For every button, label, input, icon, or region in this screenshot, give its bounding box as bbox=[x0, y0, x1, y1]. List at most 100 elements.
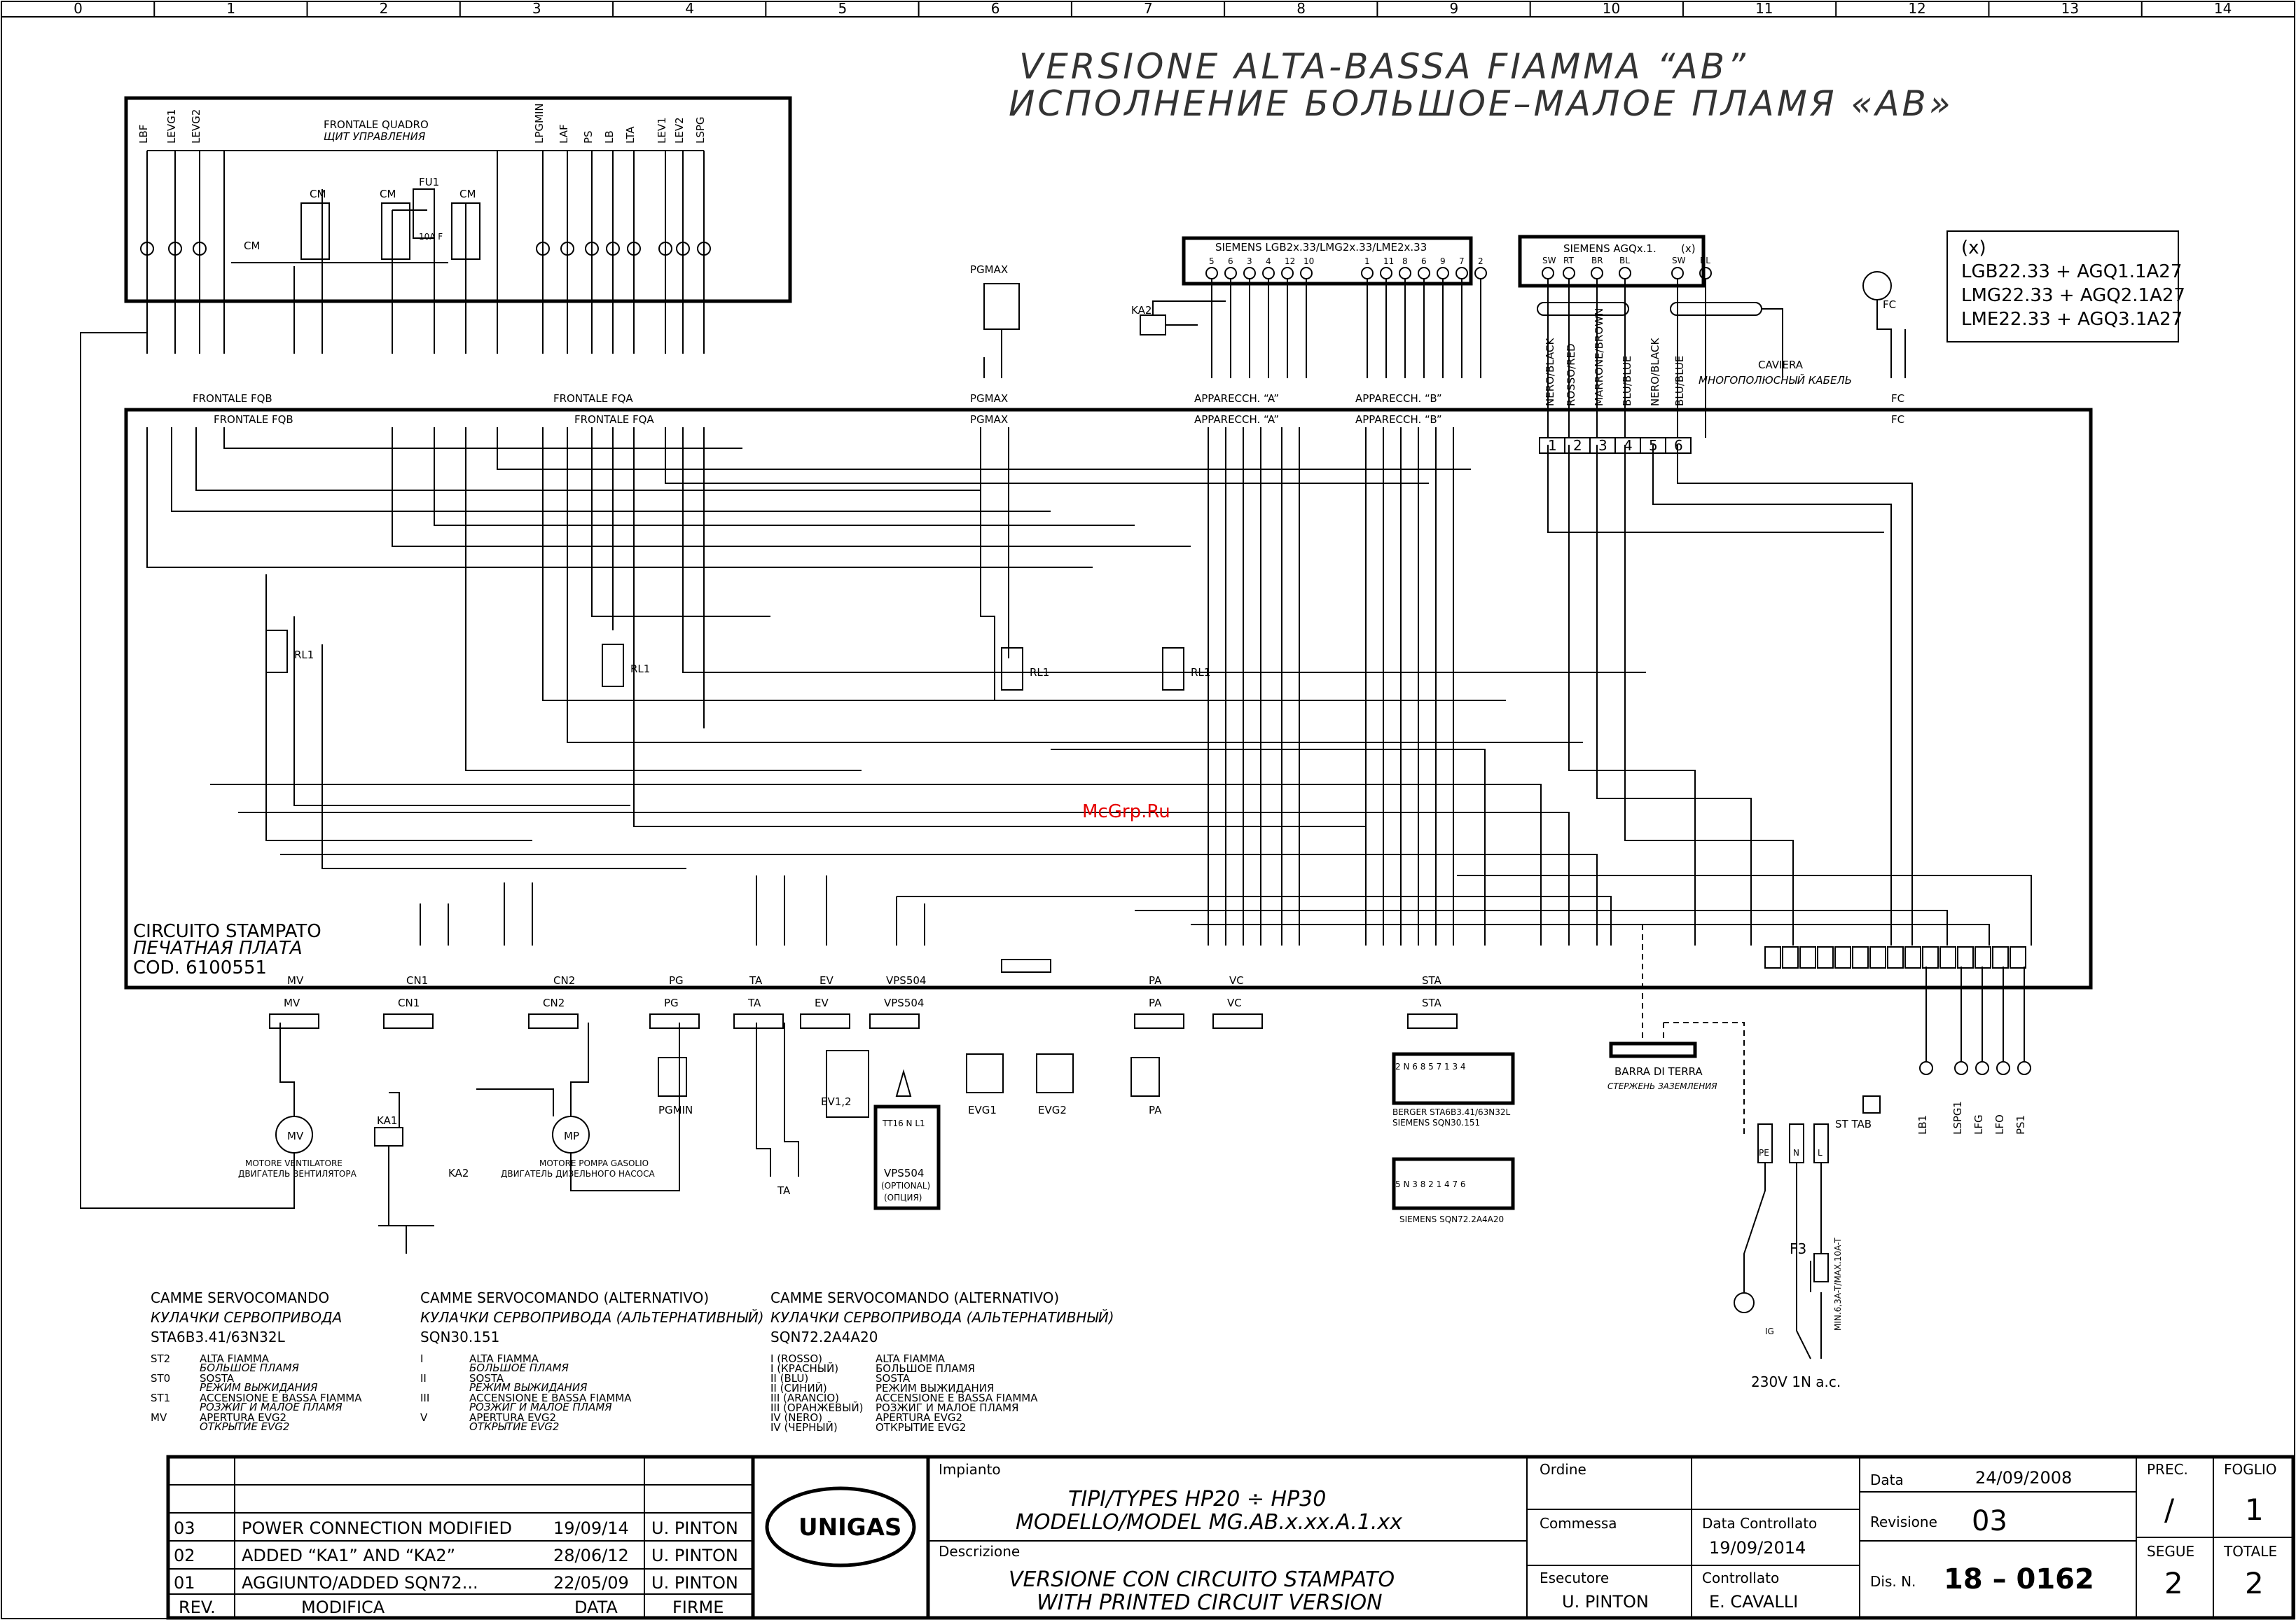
pcb-bottom-connector-label: PG bbox=[669, 974, 684, 987]
evg2-label: EVG2 bbox=[1038, 1104, 1067, 1116]
terminal-screw-icon bbox=[1380, 267, 1392, 279]
ruler-cell: 6 bbox=[991, 0, 1000, 17]
terminal-number: 1 bbox=[1548, 437, 1557, 454]
pcb-label-ru: ПЕЧАТНАЯ ПЛАТА bbox=[133, 938, 303, 959]
pa-symbol-label: PA bbox=[1149, 1104, 1162, 1116]
pcb-terminal bbox=[1922, 946, 1939, 969]
pcb-terminal bbox=[1852, 946, 1869, 969]
pcb-terminal bbox=[2010, 946, 2026, 969]
terminal-screw-icon bbox=[1474, 267, 1487, 279]
note-line: LME22.33 + AGQ3.1A27 bbox=[1961, 309, 2183, 330]
unigas-logo bbox=[765, 1486, 916, 1567]
revision-date: 19/09/14 bbox=[553, 1518, 629, 1538]
cam-code: MV bbox=[151, 1411, 167, 1424]
field-connector-label: MV bbox=[284, 997, 300, 1009]
ka2-label: KA2 bbox=[1131, 304, 1152, 317]
data-value: 24/09/2008 bbox=[1975, 1468, 2072, 1488]
cam-code: ST0 bbox=[151, 1372, 170, 1385]
cam-model: SQN30.151 bbox=[420, 1329, 499, 1345]
pgmax-switch: PGMAX bbox=[970, 263, 1020, 378]
pcb-terminal bbox=[1957, 946, 1974, 969]
terminal-screw-icon bbox=[1455, 267, 1468, 279]
sqn30-pins: 2 N 6 8 5 7 1 3 4 bbox=[1395, 1062, 1466, 1072]
lgb-pin-number: 12 bbox=[1285, 256, 1295, 266]
earth-bar-label: BARRA DI TERRA bbox=[1614, 1065, 1703, 1078]
data-controllato-label: Data Controllato bbox=[1702, 1515, 1817, 1532]
cam-function: БОЛЬШОЕ ПЛАМЯ bbox=[876, 1362, 975, 1375]
cam-function: SOSTA bbox=[200, 1372, 235, 1385]
cam-function: APERTURA EVG2 bbox=[469, 1411, 556, 1424]
pcb-bottom-connector-label: VPS504 bbox=[886, 974, 926, 987]
cam-code: II (СИНИЙ) bbox=[770, 1381, 827, 1394]
agq-x-mark: (x) bbox=[1681, 242, 1696, 255]
cam-function-ru: БОЛЬШОЕ ПЛАМЯ bbox=[469, 1362, 569, 1374]
ruler-cell: 7 bbox=[1144, 0, 1153, 17]
pcb-connector-label-outer: FRONTALE FQA bbox=[553, 392, 633, 405]
relay-coil bbox=[1001, 647, 1023, 691]
ev12-label: EV1,2 bbox=[821, 1095, 852, 1108]
lamp-label: LTA bbox=[624, 126, 637, 144]
pcb-label: CIRCUITO STAMPATO bbox=[133, 921, 321, 942]
sign-header: FIRME bbox=[672, 1598, 724, 1617]
ruler-cell: 12 bbox=[1908, 0, 1925, 17]
totale-label: TOTALE bbox=[2223, 1543, 2277, 1560]
cam-code: III bbox=[420, 1392, 429, 1404]
terminal-number: 2 bbox=[1573, 437, 1582, 454]
siemens-sqn72-label: SIEMENS SQN72.2A4A20 bbox=[1399, 1214, 1504, 1224]
siemens-sqn72-servo bbox=[1392, 1157, 1515, 1210]
ka2-field-label: KA2 bbox=[448, 1167, 469, 1179]
terminal-screw-icon bbox=[1437, 267, 1449, 279]
ordine-label: Ordine bbox=[1540, 1461, 1586, 1478]
terminal-screw-icon bbox=[1399, 267, 1411, 279]
ruler-cell: 9 bbox=[1450, 0, 1459, 17]
lamp-label: LB bbox=[603, 130, 616, 144]
impianto-line2: MODELLO/MODEL MG.AB.x.xx.A.1.xx bbox=[1016, 1510, 1402, 1535]
field-connector-plug bbox=[1212, 1013, 1263, 1029]
commessa-label: Commessa bbox=[1540, 1515, 1617, 1532]
field-connector-plug bbox=[269, 1013, 319, 1029]
vps-box-label: VPS504 bbox=[884, 1167, 924, 1179]
ka2-relay-coil bbox=[1140, 314, 1166, 335]
revision-signature: U. PINTON bbox=[651, 1518, 738, 1538]
cam-code: II (BLU) bbox=[770, 1372, 808, 1385]
pcb-bottom-connector-label: STA bbox=[1422, 974, 1442, 987]
cam-function: ОТКРЫТИЕ EVG2 bbox=[876, 1421, 966, 1434]
lamp-label: LEVG2 bbox=[190, 109, 202, 144]
evg1-label: EVG1 bbox=[968, 1104, 997, 1116]
cm-label-4: CM bbox=[244, 240, 260, 252]
cam-title: CAMME SERVOCOMANDO (ALTERNATIVO) bbox=[420, 1289, 709, 1306]
lamp-label: LPGMIN bbox=[533, 103, 546, 144]
evg-connector bbox=[1001, 959, 1051, 973]
pcb-terminal bbox=[1799, 946, 1816, 969]
descrizione-line1: VERSIONE CON CIRCUITO STAMPATO bbox=[1009, 1567, 1395, 1592]
relay-coil bbox=[265, 630, 288, 673]
pcb-connector-label: APPARECCH. “A” bbox=[1194, 413, 1279, 426]
revision-date: 22/05/09 bbox=[553, 1573, 629, 1593]
lgb-pin-number: 10 bbox=[1303, 256, 1314, 266]
pe-label: PE bbox=[1759, 1148, 1769, 1158]
note-line: LMG22.33 + AGQ2.1A27 bbox=[1961, 285, 2185, 306]
field-connector-label: TA bbox=[747, 997, 761, 1009]
data-controllato-value: 19/09/2014 bbox=[1709, 1538, 1806, 1558]
fuse-rating-label: MIN.6,3A-T/MAX.10A-T bbox=[1833, 1238, 1843, 1331]
ka1-label: KA1 bbox=[377, 1114, 397, 1127]
terminal-screw-icon bbox=[1591, 267, 1603, 279]
agq-pin-label: SW bbox=[1672, 256, 1686, 265]
lgb-pin-number: 8 bbox=[1402, 256, 1408, 266]
cam-function: ALTA FIAMMA bbox=[469, 1352, 539, 1365]
field-connector-plug bbox=[383, 1013, 434, 1029]
watermark: McGrp.Ru bbox=[1082, 801, 1170, 822]
cam-title-ru: КУЛАЧКИ СЕРВОПРИВОДА (АЛЬТЕРНАТИВНЫЙ) bbox=[420, 1309, 764, 1326]
ruler-cell: 4 bbox=[685, 0, 694, 17]
terminal-screw-icon bbox=[1262, 267, 1275, 279]
lamp-label: LEV2 bbox=[673, 117, 686, 144]
pcb-terminal bbox=[1904, 946, 1921, 969]
rev-header: REV. bbox=[179, 1598, 216, 1617]
agq-title: SIEMENS AGQx.1. bbox=[1563, 242, 1657, 255]
cam-function-ru: РЕЖИМ ВЫЖИДАНИЯ bbox=[200, 1381, 318, 1394]
ruler-cell: 10 bbox=[1603, 0, 1620, 17]
revisione-label: Revisione bbox=[1870, 1514, 1937, 1530]
n-label: N bbox=[1793, 1148, 1799, 1158]
lamp-label: LFG bbox=[1972, 1114, 1985, 1135]
